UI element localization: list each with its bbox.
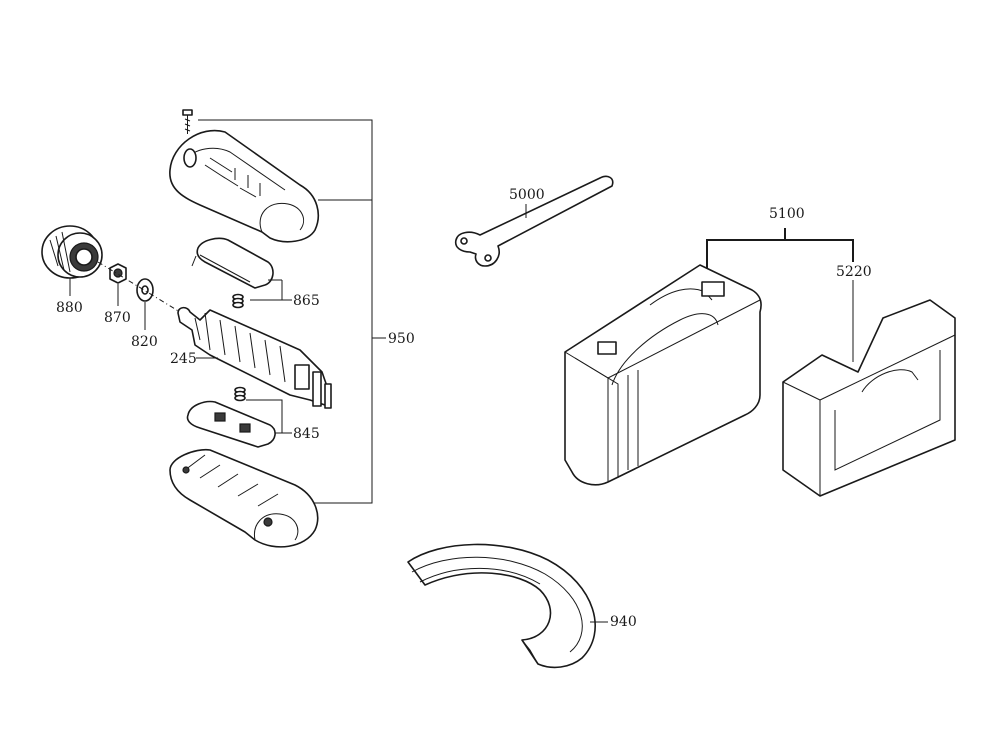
knob-880-part [41, 225, 103, 296]
label-940: 940 [610, 614, 637, 630]
label-845: 845 [293, 426, 320, 442]
label-880: 880 [56, 300, 83, 316]
lower-housing-part [169, 448, 319, 548]
upper-housing-part [169, 129, 319, 243]
washer-820-part [136, 278, 154, 330]
label-5000: 5000 [509, 187, 545, 203]
label-245: 245 [170, 351, 197, 367]
carrying-case-part [564, 264, 762, 486]
motor-245-part [177, 306, 332, 409]
label-865: 865 [293, 293, 320, 309]
wrench-5000-part [454, 175, 614, 267]
guard-940-part [407, 543, 608, 669]
label-950: 950 [388, 331, 415, 347]
cover-865-part [191, 237, 292, 301]
spring-865-part [232, 293, 244, 309]
bracket-5100 [706, 228, 854, 268]
plate-845-part [186, 399, 292, 448]
screw-part [182, 109, 193, 134]
label-820: 820 [131, 334, 158, 350]
foam-insert-5220-part [782, 280, 956, 497]
label-5220: 5220 [836, 264, 872, 280]
label-870: 870 [104, 310, 131, 326]
spring-845-part [234, 386, 246, 402]
bracket-950 [198, 119, 386, 504]
label-5100: 5100 [769, 206, 805, 222]
